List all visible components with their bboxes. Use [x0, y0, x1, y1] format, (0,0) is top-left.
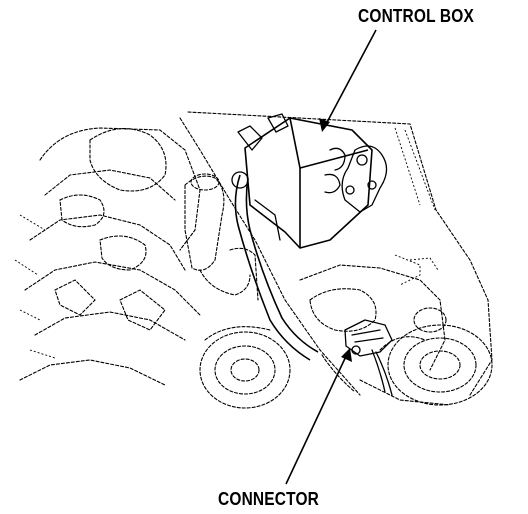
engine-block-left: [39, 127, 201, 251]
control-box-arrowhead: [319, 118, 330, 132]
connector-label: CONNECTOR: [218, 489, 320, 509]
connector-leader: [285, 351, 349, 485]
harness-cable: [234, 174, 311, 361]
fender-edge: [179, 117, 361, 396]
battery-tray: [299, 264, 446, 371]
control-box: [244, 117, 373, 249]
pulley-left: [199, 331, 291, 409]
intake-manifold: [89, 128, 167, 192]
right-panel-line: [394, 127, 436, 211]
hood-outline: [187, 111, 493, 396]
control-box-label: CONTROL BOX: [358, 6, 474, 26]
control-box-mount: [341, 145, 388, 213]
pulley-right: [387, 324, 493, 406]
control-box-bracket: [237, 125, 263, 151]
control-box-leader: [323, 29, 377, 129]
connector-arrowhead: [341, 348, 352, 362]
connector-body: [344, 319, 393, 357]
